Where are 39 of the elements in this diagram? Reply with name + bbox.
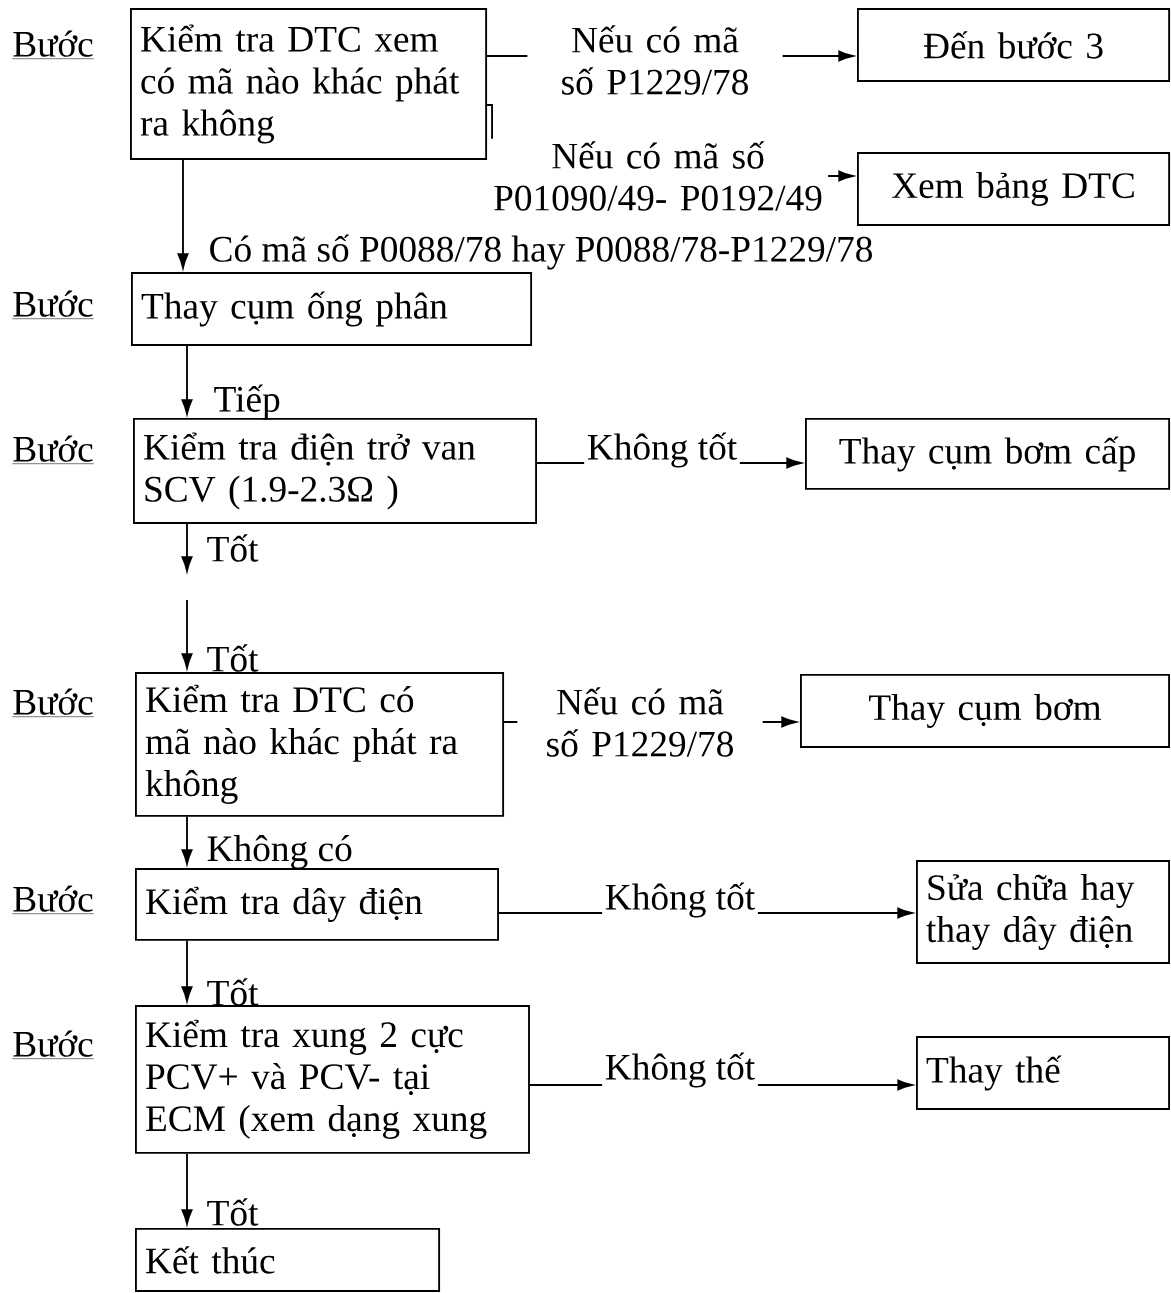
arrow (181, 815, 193, 865)
process-box: Thay cụm bơm cấp (805, 418, 1171, 490)
edge-label: Có mã số P0088/78 hay P0088/78-P1229/78 (210, 234, 872, 270)
process-box: Thay cụm ống phân (131, 272, 533, 346)
step-label: Bước (12, 885, 94, 914)
edge-label: Tốt (207, 644, 259, 672)
process-box: Kiểm tra DTC có mã nào khác phát ra không (135, 672, 505, 817)
edge-label: Không tốt (602, 1049, 758, 1091)
process-box: Sửa chữa hay thay dây điện (916, 860, 1170, 964)
arrow (177, 158, 189, 269)
process-box: Kiểm tra dây điện (135, 868, 499, 941)
process-box: Kết thúc (135, 1228, 441, 1292)
process-box: Đến bước 3 (857, 8, 1171, 82)
edge-label: Tốt (207, 1198, 259, 1226)
step-label: Bước (12, 1030, 94, 1059)
process-box: Thay thế (916, 1036, 1170, 1110)
arrow (181, 1152, 193, 1225)
edge-label: Không tốt (602, 879, 758, 921)
edge-label: Nếu có mã số P1229/78 (517, 684, 763, 760)
edge-label: Nếu có mã số P1229/78 (527, 22, 783, 98)
arrow (181, 599, 193, 669)
edge-label: Tiếp (214, 384, 280, 420)
step-label: Bước (12, 290, 94, 319)
step-label: Bước (12, 30, 94, 59)
edge-label: Không tốt (584, 429, 740, 471)
process-box: Kiểm tra điện trở van SCV (1.9-2.3Ω ) (133, 418, 537, 524)
edge-label: Tốt (207, 978, 259, 1006)
process-box: Kiểm tra DTC xem có mã nào khác phát ra không (130, 8, 488, 160)
arrow (181, 344, 193, 415)
arrow (181, 522, 193, 572)
edge-label: Tốt (207, 534, 259, 562)
step-label: Bước (12, 688, 94, 717)
edge-label: Nếu có mã số P01090/49- P0192/49 (487, 138, 829, 214)
process-box: Kiểm tra xung 2 cực PCV+ và PCV- tại ECM (xem dạng xung (135, 1005, 530, 1154)
step-label: Bước (12, 435, 94, 464)
edge-label: Không có (207, 835, 352, 869)
arrow (181, 939, 193, 1002)
process-box: Thay cụm bơm (800, 674, 1170, 748)
process-box: Xem bảng DTC (857, 152, 1171, 226)
